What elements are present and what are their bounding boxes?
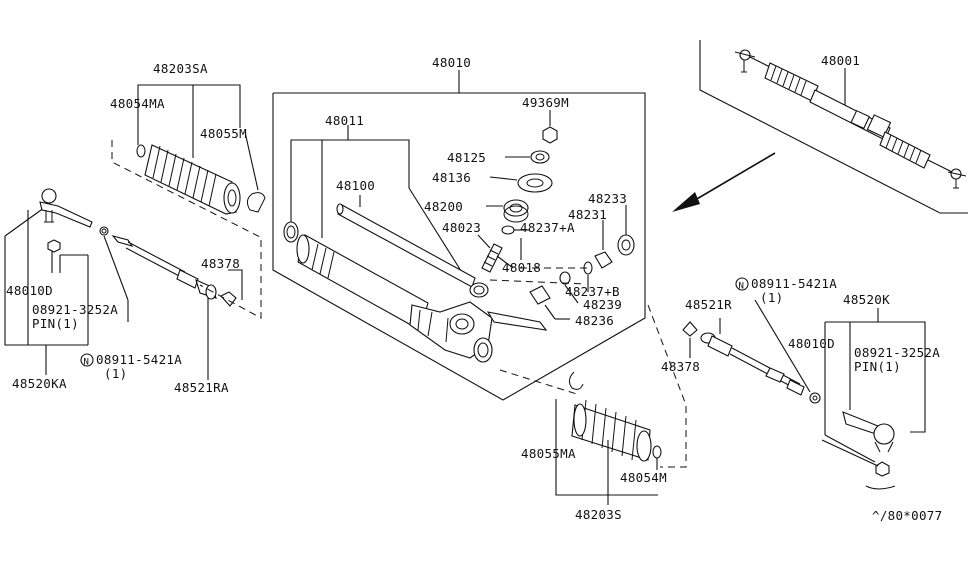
label-08911-right: 08911-5421A <box>751 276 837 291</box>
n-mark-right: N <box>739 282 745 292</box>
label-48378-left: 48378 <box>201 256 240 271</box>
label-48136: 48136 <box>432 170 471 185</box>
label-48018: 48018 <box>502 260 541 275</box>
label-48011: 48011 <box>325 113 364 128</box>
label-48239: 48239 <box>583 297 622 312</box>
rack-assembly-frame <box>272 70 646 401</box>
label-48200: 48200 <box>424 199 463 214</box>
left-tie-rod-group <box>4 188 262 380</box>
label-48236: 48236 <box>575 313 614 328</box>
label-48054M: 48054M <box>620 470 667 485</box>
pinion-parts <box>477 110 635 320</box>
label-48100: 48100 <box>336 178 375 193</box>
label-48023: 48023 <box>442 220 481 235</box>
label-pin-left: PIN(1) <box>32 316 79 331</box>
label-08921-left: 08921-3252A <box>32 302 118 317</box>
label-48055MA: 48055MA <box>521 446 576 461</box>
label-48520KA: 48520KA <box>12 376 67 391</box>
label-49369M: 49369M <box>522 95 569 110</box>
direction-arrow <box>672 152 776 212</box>
label-pin-right: PIN(1) <box>854 359 901 374</box>
label-qty-left: (1) <box>104 366 127 381</box>
label-08911-left: 08911-5421A <box>96 352 182 367</box>
n-symbol-right <box>735 277 749 291</box>
label-48010D-right: 48010D <box>788 336 835 351</box>
left-boot-group <box>111 84 266 239</box>
right-tie-rod-group <box>682 299 926 490</box>
n-symbol-left <box>80 353 94 367</box>
label-48521RA: 48521RA <box>174 380 229 395</box>
label-48001: 48001 <box>821 53 860 68</box>
label-48203SA: 48203SA <box>153 61 208 76</box>
label-48231: 48231 <box>568 207 607 222</box>
label-48203S: 48203S <box>575 507 622 522</box>
label-48378-right: 48378 <box>661 359 700 374</box>
label-48237-a: 48237+A <box>520 220 575 235</box>
label-48521R: 48521R <box>685 297 732 312</box>
label-48010: 48010 <box>432 55 471 70</box>
n-mark-left: N <box>84 358 90 368</box>
rack-housing <box>283 125 548 363</box>
label-48520K: 48520K <box>843 292 890 307</box>
label-qty-right: (1) <box>760 290 783 305</box>
label-48010D-left: 48010D <box>6 283 53 298</box>
inset-complete-assembly <box>699 40 968 214</box>
label-08921-right: 08921-3252A <box>854 345 940 360</box>
right-boot-group <box>499 304 687 505</box>
reference-code: ^/80*0077 <box>872 508 942 523</box>
label-48055M: 48055M <box>200 126 247 141</box>
label-48237-b: 48237+B <box>565 284 620 299</box>
label-48233: 48233 <box>588 191 627 206</box>
label-48054MA: 48054MA <box>110 96 165 111</box>
label-48125: 48125 <box>447 150 486 165</box>
